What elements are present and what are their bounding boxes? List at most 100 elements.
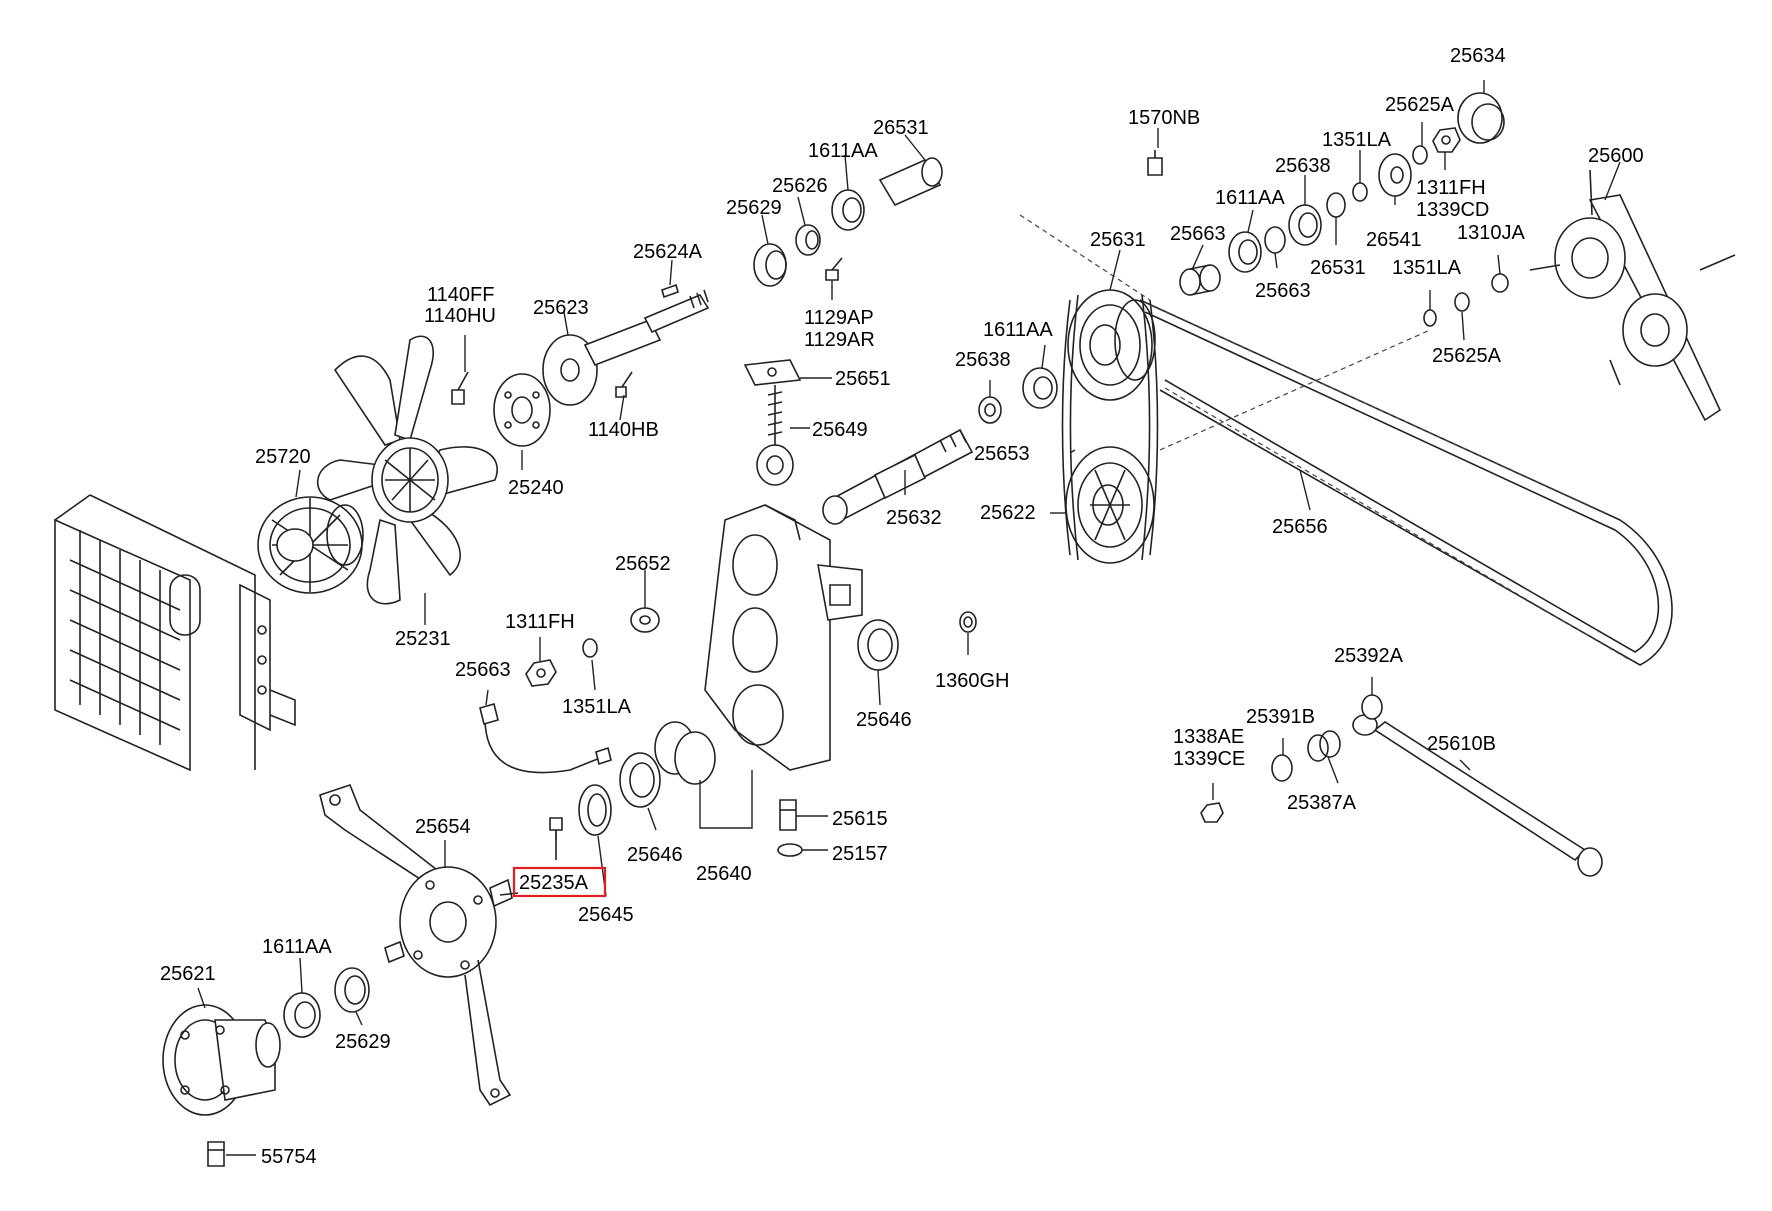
label-25663-r2[interactable]: 25663	[1255, 280, 1311, 302]
label-1611AA-right[interactable]: 1611AA	[1215, 187, 1285, 209]
tensioner-assembly-25600	[1529, 169, 1736, 422]
label-25656[interactable]: 25656	[1272, 516, 1328, 538]
label-1339CE[interactable]: 1339CE	[1173, 748, 1245, 770]
label-25652[interactable]: 25652	[615, 553, 671, 575]
label-1351LA-mid[interactable]: 1351LA	[562, 696, 632, 718]
sleeve-25663-r2	[1264, 226, 1286, 254]
label-25621[interactable]: 25621	[160, 963, 216, 985]
label-25391B[interactable]: 25391B	[1246, 706, 1315, 728]
label-25638-top[interactable]: 25638	[1275, 155, 1331, 177]
stud-25615	[779, 799, 797, 831]
label-25663-r1[interactable]: 25663	[1170, 223, 1226, 245]
belt-25653	[1061, 294, 1159, 561]
bearing-1611AA-top	[831, 189, 865, 231]
label-25632[interactable]: 25632	[886, 507, 942, 529]
label-1611AA-pulley[interactable]: 1611AA	[983, 319, 1053, 341]
label-25645[interactable]: 25645	[578, 904, 634, 926]
label-1611AA-top[interactable]: 1611AA	[808, 140, 878, 162]
label-25610B[interactable]: 25610B	[1427, 733, 1496, 755]
pulley-flange-25240	[493, 373, 551, 447]
hose-25663-mid	[479, 703, 612, 774]
stud-55754	[207, 1141, 225, 1167]
washer-26541	[1378, 153, 1412, 197]
nut-1338AE	[1200, 802, 1224, 823]
washer-25392A	[1361, 694, 1383, 720]
label-1351LA-top[interactable]: 1351LA	[1322, 129, 1392, 151]
hub-shaft-25623	[542, 289, 710, 406]
label-25600[interactable]: 25600	[1588, 145, 1644, 167]
label-1570NB[interactable]: 1570NB	[1128, 107, 1200, 129]
label-25623[interactable]: 25623	[533, 297, 589, 319]
label-25240[interactable]: 25240	[508, 477, 564, 499]
label-1140FF[interactable]: 1140FF	[427, 284, 494, 306]
label-55754[interactable]: 55754	[261, 1146, 317, 1168]
label-26531-right[interactable]: 26531	[1310, 257, 1366, 279]
label-25634[interactable]: 25634	[1450, 45, 1506, 67]
washer-1351LA-right	[1423, 309, 1437, 327]
label-1311FH-mid[interactable]: 1311FH	[505, 611, 575, 633]
label-26531-top[interactable]: 26531	[873, 117, 929, 139]
label-25625A-right[interactable]: 25625A	[1432, 345, 1502, 367]
label-25640[interactable]: 25640	[696, 863, 752, 885]
label-25235A[interactable]: 25235A	[519, 872, 589, 894]
label-1129AP[interactable]: 1129AP	[804, 307, 874, 329]
bushing-25391B	[1271, 754, 1293, 782]
adjust-bolt-25649	[756, 385, 794, 486]
washer-1351LA-mid	[582, 638, 598, 658]
label-25631[interactable]: 25631	[1090, 229, 1146, 251]
label-1311FH-top[interactable]: 1311FH	[1416, 177, 1486, 199]
label-25387A[interactable]: 25387A	[1287, 792, 1357, 814]
label-25663-mid[interactable]: 25663	[455, 659, 511, 681]
washer-1351LA-top	[1352, 182, 1368, 202]
spacer-25626	[795, 224, 821, 256]
label-1140HB[interactable]: 1140HB	[588, 419, 659, 441]
label-25625A-top[interactable]: 25625A	[1385, 94, 1455, 116]
label-25651[interactable]: 25651	[835, 368, 891, 390]
label-25622[interactable]: 25622	[980, 502, 1036, 524]
cooling-fan-25231	[316, 335, 498, 605]
drive-shaft-25632	[822, 428, 974, 525]
label-25653[interactable]: 25653	[974, 443, 1030, 465]
mount-bracket-25654	[319, 784, 513, 1107]
label-25629-top[interactable]: 25629	[726, 197, 782, 219]
oring-25157	[777, 843, 803, 857]
label-1611AA-bottom[interactable]: 1611AA	[262, 936, 332, 958]
spacer-25638-mid	[978, 396, 1002, 424]
label-1129AR[interactable]: 1129AR	[804, 329, 875, 351]
bearing-1611AA-right	[1228, 231, 1262, 273]
label-25626[interactable]: 25626	[772, 175, 828, 197]
label-25720[interactable]: 25720	[255, 446, 311, 468]
key-25624A	[661, 283, 679, 299]
label-25649[interactable]: 25649	[812, 419, 868, 441]
label-25392A[interactable]: 25392A	[1334, 645, 1404, 667]
pulley-25631	[1067, 289, 1156, 401]
seal-25629-top	[753, 243, 787, 287]
label-26541[interactable]: 26541	[1366, 229, 1422, 251]
label-25654[interactable]: 25654	[415, 816, 471, 838]
breather-1570NB	[1147, 150, 1163, 176]
label-25638-mid[interactable]: 25638	[955, 349, 1011, 371]
label-25629-bottom[interactable]: 25629	[335, 1031, 391, 1053]
label-1351LA-right[interactable]: 1351LA	[1392, 257, 1462, 279]
hub-25621	[162, 1004, 281, 1116]
label-25646-left[interactable]: 25646	[627, 844, 683, 866]
label-1338AE[interactable]: 1338AE	[1173, 726, 1244, 748]
highlight-box-25235A	[512, 866, 607, 898]
label-25615[interactable]: 25615	[832, 808, 888, 830]
label-25646-right[interactable]: 25646	[856, 709, 912, 731]
washer-25652	[630, 607, 660, 633]
label-25231[interactable]: 25231	[395, 628, 451, 650]
gear-25638-top	[1288, 204, 1322, 246]
label-1360GH[interactable]: 1360GH	[935, 670, 1010, 692]
label-25624A[interactable]: 25624A	[633, 241, 703, 263]
label-1310JA[interactable]: 1310JA	[1457, 222, 1525, 244]
label-25157[interactable]: 25157	[832, 843, 888, 865]
washer-26531-right	[1326, 192, 1346, 218]
label-1339CD[interactable]: 1339CD	[1416, 199, 1489, 221]
bracket-housing	[704, 504, 863, 771]
label-1140HU[interactable]: 1140HU	[424, 305, 496, 327]
part-labels: 26531 1611AA 25626 25629 25624A 1129AP 1…	[160, 45, 1644, 1168]
thrust-washer-25645	[578, 784, 612, 836]
bolt-1129AP	[825, 257, 843, 281]
